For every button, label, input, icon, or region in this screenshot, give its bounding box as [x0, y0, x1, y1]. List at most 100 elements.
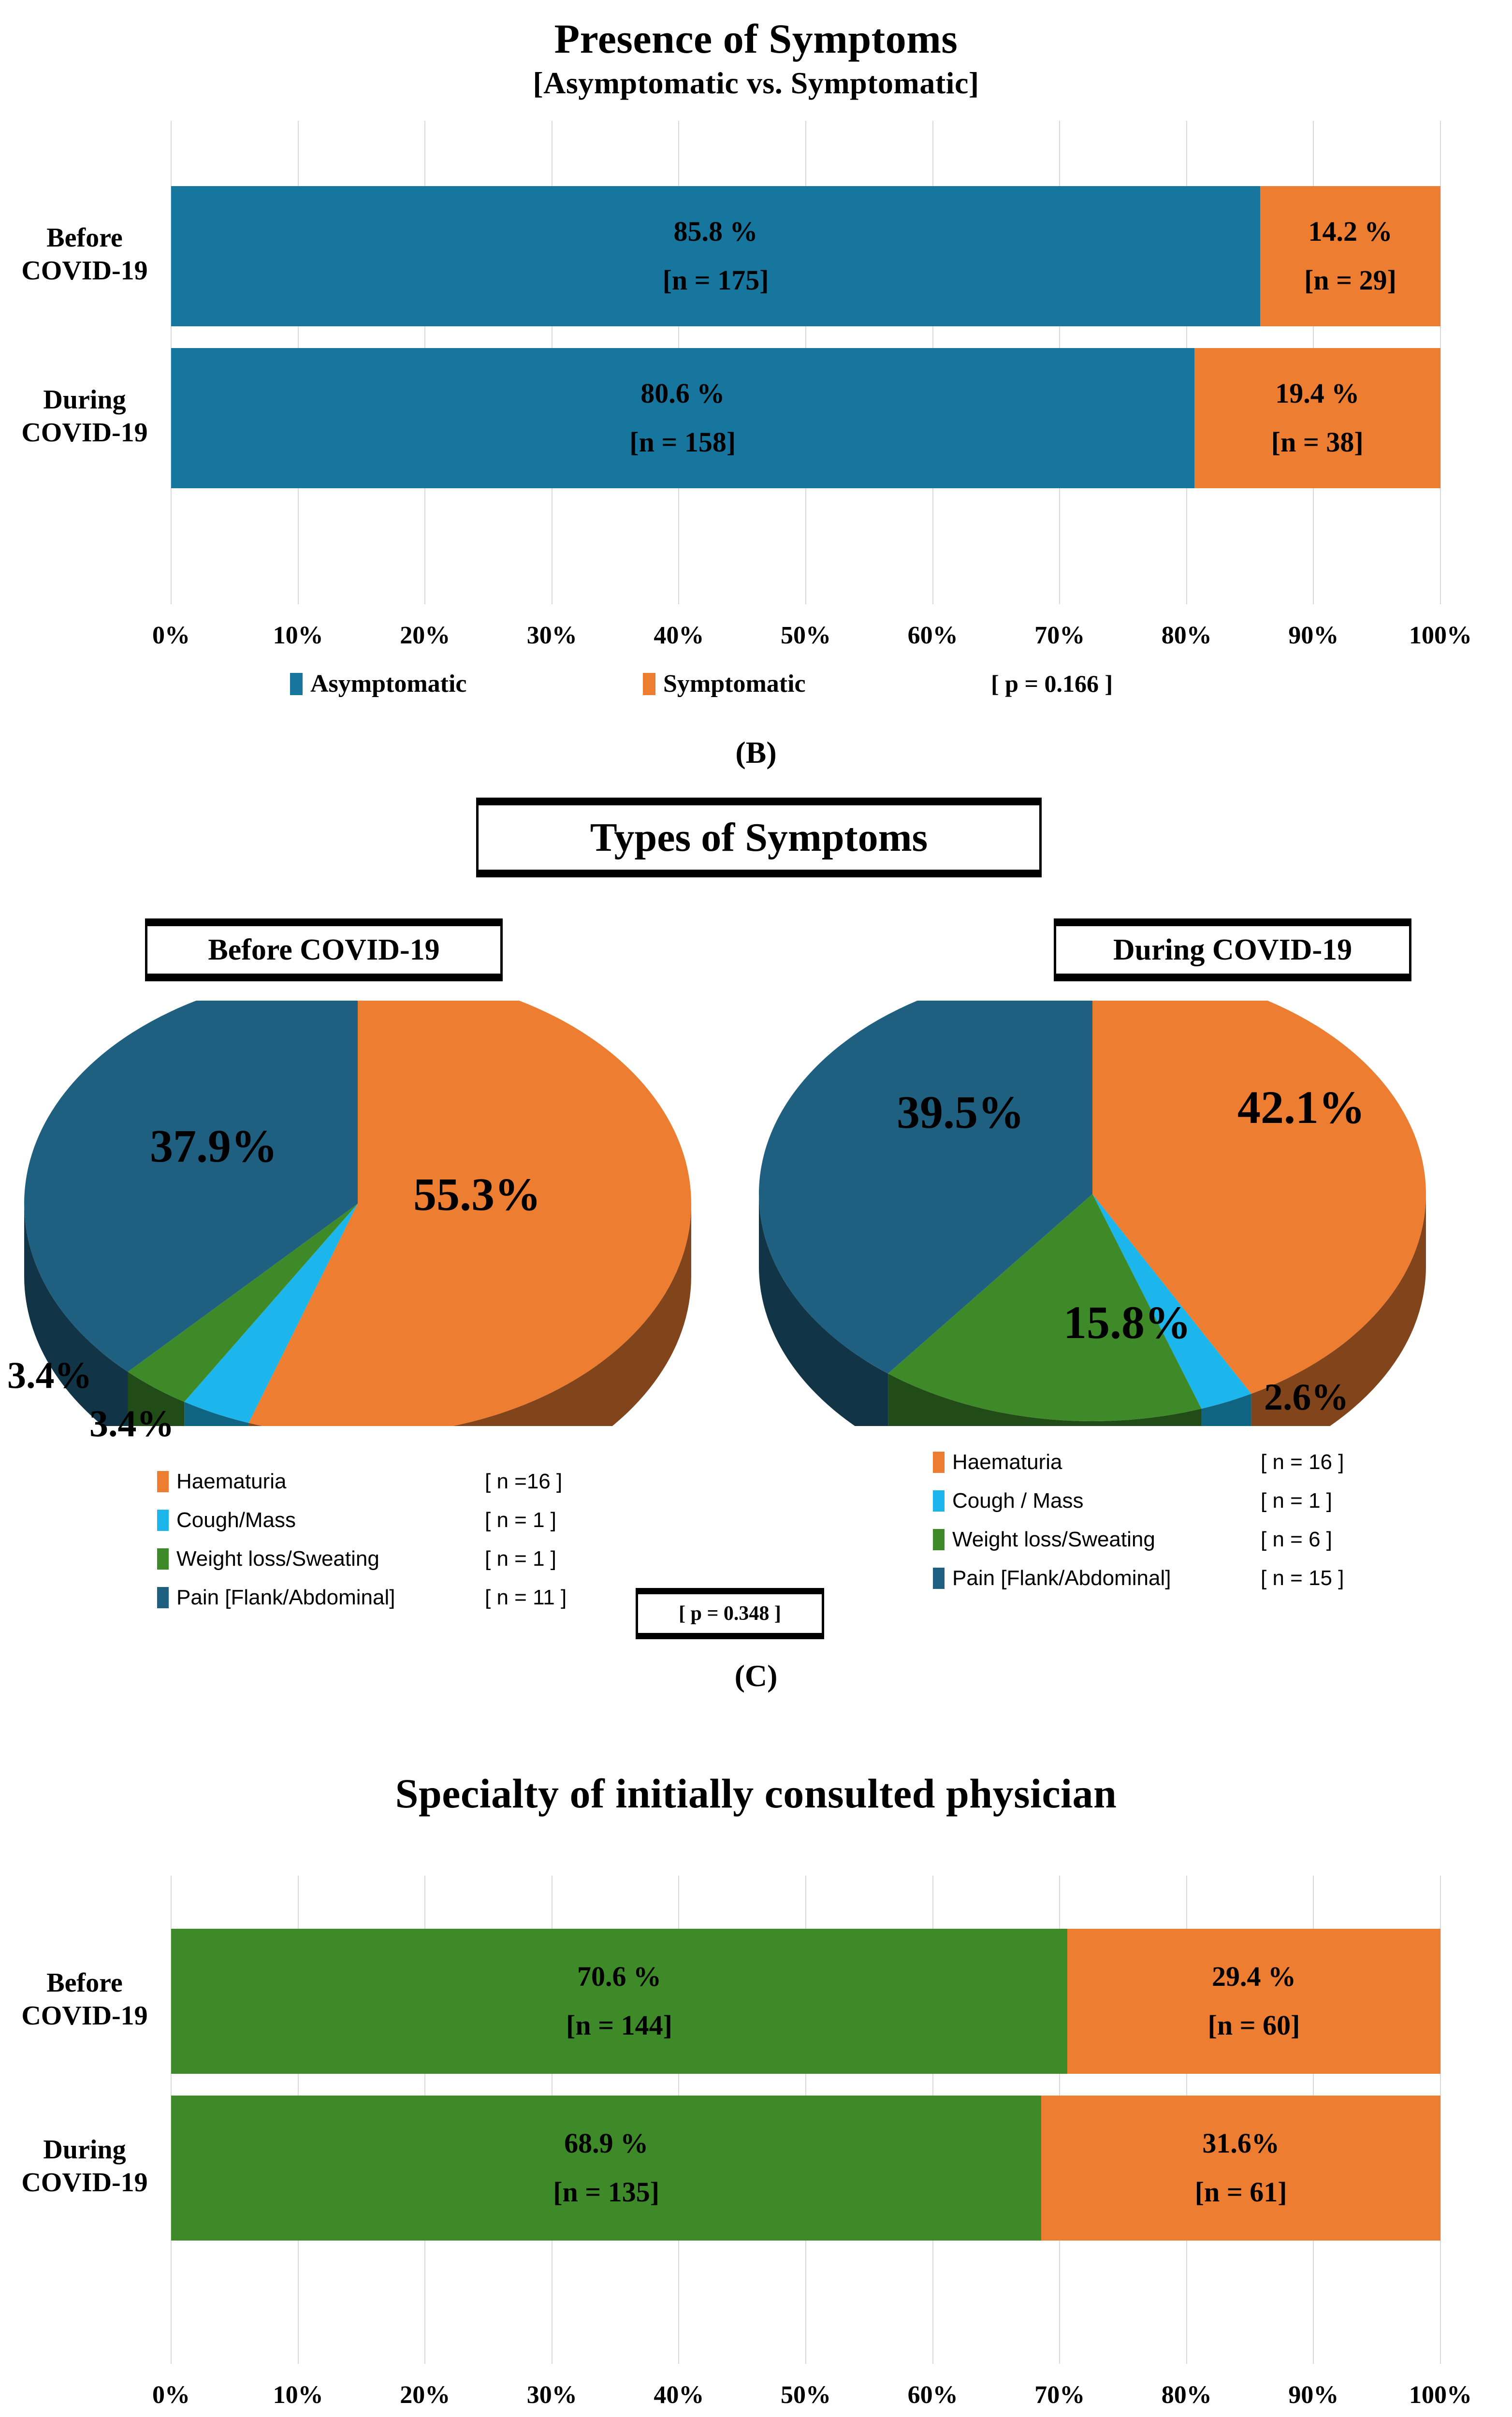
pie-chart-during-covid: [754, 967, 1431, 1494]
x-tick-label: 60%: [907, 622, 958, 649]
bar-row[interactable]: 70.6 %[n = 144] 29.4 % [n = 60]: [171, 1929, 1440, 2074]
pie-right-value-weightloss: 15.8%: [1063, 1296, 1191, 1348]
pie-slice-haematuria[interactable]: [248, 972, 691, 1436]
pie-legend-item[interactable]: Cough/Mass[ n = 1 ]: [157, 1508, 761, 1532]
pie-slice-pain-flank-abdominal-[interactable]: [759, 967, 1092, 1374]
bar-percent-label: 14.2 %: [1308, 216, 1393, 248]
pie-legend-count: [ n = 16 ]: [1261, 1450, 1344, 1474]
bar-count-label: [n = 60]: [1207, 2009, 1300, 2041]
bar-count-label: [n = 38]: [1271, 426, 1364, 458]
bar-category-line: COVID-19: [21, 256, 148, 286]
panel-d-x-axis: 0%10%20%30%40%50%60%70%80%90%100%: [152, 2381, 1472, 2415]
bar-segment-symptomatic[interactable]: 19.4 %[n = 38]: [1194, 348, 1440, 488]
bar-percent-label: 80.6 %: [640, 378, 725, 409]
pie-slice-cough-mass[interactable]: [1092, 1194, 1251, 1409]
pie-legend-swatch: [933, 1529, 945, 1550]
panel-c-label: (C): [734, 1659, 778, 1693]
x-tick-label: 0%: [152, 2381, 190, 2409]
pie-legend-item[interactable]: Cough / Mass[ n = 1 ]: [933, 1489, 1512, 1513]
panel-b-plot-area: 85.8 %[n = 175]14.2 %[n = 29]80.6 %[n = …: [171, 121, 1441, 604]
bar-count-label: [n = 135]: [553, 2176, 660, 2208]
bar-segment-other-specialty[interactable]: 68.9 % [n = 135]: [171, 2096, 1042, 2241]
bar-percent-label: 29.4 %: [1211, 1961, 1296, 1993]
bar-category-line: During: [43, 2135, 126, 2165]
pie-left-title-box: Before COVID-19: [145, 918, 503, 981]
bar-count-label: [n = 144]: [566, 2009, 672, 2041]
bar-percent-label: 85.8 %: [673, 216, 758, 248]
x-tick-label: 40%: [654, 2381, 704, 2409]
bar-segment-symptomatic[interactable]: 14.2 % [n = 29]: [1260, 186, 1440, 326]
pie-slice-weight-loss-sweating[interactable]: [888, 1194, 1202, 1421]
legend-item-asymptomatic[interactable]: Asymptomatic: [290, 670, 467, 698]
pie-legend-count: [ n = 6 ]: [1261, 1528, 1332, 1551]
pie-slice-haematuria[interactable]: [1092, 967, 1426, 1394]
pie-legend-item[interactable]: Weight loss/Sweating[ n = 1 ]: [157, 1547, 761, 1571]
panel-b-chart: 85.8 %[n = 175]14.2 %[n = 29]80.6 %[n = …: [0, 121, 1512, 604]
pie-legend-label: Pain [Flank/Abdominal]: [176, 1586, 395, 1609]
bar-segment-asymptomatic[interactable]: 80.6 %[n = 158]: [171, 348, 1194, 488]
pie-legend-swatch: [933, 1452, 945, 1473]
bar-segment-asymptomatic[interactable]: 85.8 % [n = 175]: [171, 186, 1261, 326]
pie-legend-label: Pain [Flank/Abdominal]: [952, 1566, 1171, 1590]
pie-slice-side: [1251, 1194, 1426, 1467]
pie-slice-cough-mass[interactable]: [184, 1204, 358, 1423]
pie-right-title-box: During COVID-19: [1054, 918, 1411, 981]
bar-count-label: [n = 61]: [1194, 2176, 1287, 2208]
pie-legend-item[interactable]: Haematuria[ n = 16 ]: [933, 1450, 1512, 1474]
pie-right-value-pain: 39.5%: [897, 1086, 1024, 1138]
gridline: [1440, 121, 1441, 604]
pie-legend-item[interactable]: Haematuria[ n =16 ]: [157, 1470, 761, 1494]
x-tick-label: 50%: [781, 622, 831, 649]
bar-count-label: [n = 29]: [1304, 264, 1396, 296]
bar-segment-urologist[interactable]: 31.6%[n = 61]: [1041, 2096, 1440, 2241]
bar-row[interactable]: 85.8 % [n = 175] 14.2 % [n = 29]: [171, 186, 1440, 326]
pie-left-svg: [24, 972, 691, 1508]
pie-left-title: Before COVID-19: [208, 933, 440, 966]
legend-label-asymptomatic: Asymptomatic: [310, 670, 467, 698]
x-tick-label: 10%: [273, 2381, 323, 2409]
bar-category-line: COVID-19: [21, 2001, 148, 2031]
pie-slice-side: [759, 1194, 888, 1446]
bar-count-label: [n = 175]: [662, 264, 769, 296]
x-tick-label: 90%: [1288, 622, 1339, 649]
panel-b-label: (B): [735, 735, 777, 770]
bar-row[interactable]: 80.6 %[n = 158]19.4 %[n = 38]: [171, 348, 1440, 488]
pie-legend-item[interactable]: Pain [Flank/Abdominal] [ n = 15 ]: [933, 1566, 1512, 1590]
x-tick-label: 0%: [152, 622, 190, 649]
pie-legend-label: Haematuria: [176, 1470, 287, 1493]
pie-legend-item[interactable]: Pain [Flank/Abdominal] [ n = 11 ]: [157, 1586, 761, 1610]
pie-legend-count: [ n = 1 ]: [1261, 1489, 1332, 1513]
pie-legend-count: [ n = 15 ]: [1261, 1566, 1344, 1590]
legend-swatch-asymptomatic: [290, 672, 303, 695]
pie-legend-count: [ n = 1 ]: [485, 1508, 556, 1532]
x-tick-label: 50%: [781, 2381, 831, 2409]
bar-segment-other-specialty[interactable]: 70.6 %[n = 144]: [171, 1929, 1067, 2074]
pie-legend-item[interactable]: Weight loss/Sweating[ n = 6 ]: [933, 1528, 1512, 1552]
pie-chart-before-covid: [19, 972, 696, 1508]
panel-d-chart: 70.6 %[n = 144] 29.4 % [n = 60] 68.9 % [n = …: [0, 1876, 1512, 2364]
x-tick-label: 100%: [1409, 622, 1472, 649]
bar-category-line: During: [43, 385, 126, 415]
bar-segment-urologist[interactable]: 29.4 % [n = 60]: [1067, 1929, 1440, 2074]
bar-percent-label: 68.9 %: [564, 2127, 649, 2159]
panel-d-title: Specialty of initially consulted physici…: [395, 1770, 1117, 1817]
bar-row[interactable]: 68.9 % [n = 135] 31.6%[n = 61]: [171, 2096, 1440, 2241]
pie-slice-weight-loss-sweating[interactable]: [128, 1204, 358, 1402]
x-tick-label: 10%: [273, 622, 323, 649]
pie-left-value-cough: 3.4%: [7, 1354, 92, 1396]
x-tick-label: 90%: [1288, 2381, 1339, 2409]
legend-item-symptomatic[interactable]: Symptomatic: [643, 670, 806, 698]
pie-legend-swatch: [157, 1587, 169, 1608]
pie-right-svg: [759, 967, 1426, 1494]
x-tick-label: 80%: [1161, 622, 1212, 649]
bar-category-line: Before: [46, 223, 123, 253]
pie-legend-count: [ n = 11 ]: [485, 1586, 567, 1609]
pie-slice-pain-flank-abdominal-[interactable]: [24, 972, 358, 1372]
legend-swatch-symptomatic: [643, 672, 655, 695]
x-tick-label: 70%: [1034, 622, 1085, 649]
panel-b-x-axis: 0%10%20%30%40%50%60%70%80%90%100%: [152, 621, 1472, 655]
